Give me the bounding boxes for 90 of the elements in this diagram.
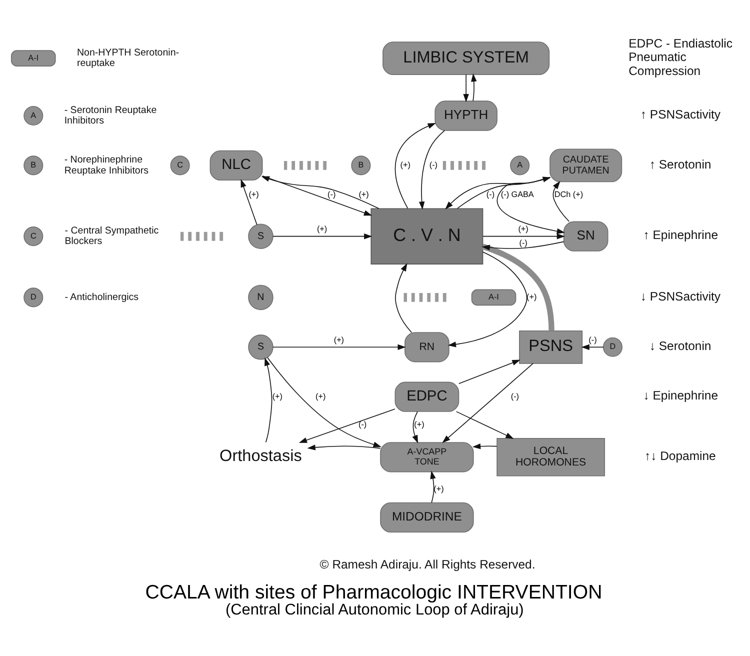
node-text: Orthostasis [220,447,302,466]
label: © Ramesh Adiraju. All Rights Reserved. [320,557,536,572]
arrow [307,444,381,450]
arrow [261,176,380,209]
arrow [448,252,528,348]
arrow [262,175,372,216]
edge-label: (-) [510,392,520,401]
node-circle: D [24,288,44,308]
arrow [445,178,550,210]
node-label: - Anticholinergics [64,292,139,303]
edge-label: (+) [272,392,283,401]
caption: (Central Clincial Autonomic Loop of Adiraju) [225,602,524,619]
arrow [496,176,566,234]
connector [482,244,554,331]
label: ↓ Epinephrine [643,388,718,403]
edge-label: DCh (+) [554,190,584,200]
label: ↑ Epinephrine [643,228,718,242]
edge-label: (-) GABA [500,190,534,200]
node-box: CAUDATE PUTAMEN [550,148,622,182]
node-box: LIMBIC SYSTEM [382,42,550,75]
edge-label: (-) [358,420,367,429]
diagram-title: CCALA with sites of Pharmacologic INTERVENTION [145,581,602,604]
node-circle: B [24,156,44,176]
edge-label: (+) [358,190,369,200]
arrow [472,444,498,450]
arrow [458,360,520,384]
arrow [430,470,436,504]
edge-label: (+) [434,484,444,494]
node-box: A-I [10,50,56,66]
node-circle: C [170,156,190,176]
node-circle: S [248,224,274,249]
arrow [456,411,514,439]
node-box: RN [404,332,450,362]
node-circle: N [248,284,274,310]
edge-label: (-) [519,238,528,248]
arrow [264,358,272,443]
label: ↑ PSNSactivity [640,108,721,122]
edge-label: (+) [316,392,326,401]
edge-label: (+) [414,420,424,429]
arrow [272,344,406,350]
node-box: MIDODRINE [380,502,474,533]
node-circle: B [351,156,371,176]
node-circle: A [24,106,44,126]
label: ↑↓ Dopamine [644,449,716,463]
label: ↓ Serotonin [649,339,712,353]
edge-label: (+) [518,224,528,234]
arrow [267,357,382,448]
node-box: A-VCAPP TONE [380,442,474,472]
edge-label: (-) [588,335,597,344]
arrow [298,408,396,443]
node-box: C . V . N [370,208,484,264]
arrow [552,181,570,222]
node-box: HYPTH [434,100,498,131]
edge-label: (-) [429,160,438,170]
node-circle: S [248,334,274,360]
node-box: SN [563,221,608,252]
node-box: NLC [210,150,263,181]
edge-label: (-) [486,190,495,200]
label: EDPC - Endiastolic Pneumatic Compression [628,36,733,78]
node-box: LOCAL HOROMONES [496,438,605,476]
arrow [272,233,372,240]
edge-label: (+) [400,160,410,170]
arrow [412,411,418,444]
edge-label: (+) [316,224,328,234]
node-box: A-I [471,289,516,306]
arrow [482,233,565,240]
node-circle: A [510,156,530,176]
arrow [442,363,534,444]
arrow [394,123,436,209]
arrow [456,176,551,209]
edge-label: (+) [334,335,344,344]
arrow [418,130,446,210]
edge-label: (-) [328,190,336,200]
arrow [581,344,604,350]
label: ↑ Serotonin [649,157,712,172]
node-circle: D [602,337,622,357]
node-label: Non-HYPTH Serotonin-reuptake [76,48,180,70]
edge-label: (+) [526,292,537,302]
arrow [463,74,469,102]
node-label: - Norephinephrine Reuptake Inhibitors [64,154,149,176]
node-label: - Serotonin Reuptake Inhibitors [64,104,157,127]
edge-label: (+) [248,190,259,200]
arrow [240,179,258,226]
node-box: EDPC [394,382,460,412]
node-box: PSNS [519,330,583,364]
arrow [482,241,564,250]
node-label: - Central Sympathetic Blockers [64,226,159,248]
arrow [471,73,477,102]
node-circle: C [24,226,44,246]
label: ↓ PSNSactivity [640,289,721,304]
